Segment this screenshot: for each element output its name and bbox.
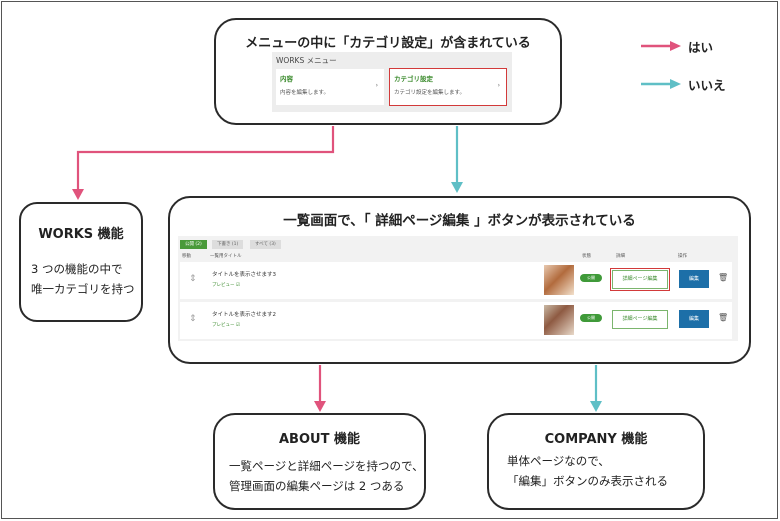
chevron-right-icon: ›: [497, 82, 500, 89]
list-row: ⇕ タイトルを表示させます2 プレビュー ☑ 公開 詳細ページ編集 編集 🗑: [180, 302, 732, 339]
text-line: 唯一カテゴリを持つ: [31, 282, 135, 296]
row-thumbnail: [544, 305, 574, 335]
works-menu-header: WORKS メニュー: [276, 56, 337, 65]
no-arrowhead-company: [590, 401, 602, 412]
yes-arrow-to-works: [76, 126, 335, 192]
result-company-text: 単体ページなので、 「編集」ボタンのみ表示される: [507, 451, 668, 491]
row-title: タイトルを表示させます3: [212, 272, 277, 278]
text-line: 単体ページなので、: [507, 454, 610, 468]
row-thumbnail: [544, 265, 574, 295]
status-badge: 公開: [580, 314, 602, 322]
legend-no-label: いいえ: [688, 78, 726, 93]
trash-icon: 🗑: [718, 273, 729, 282]
drag-handle-icon: ⇕: [189, 274, 197, 284]
chevron-right-icon: ›: [375, 82, 378, 89]
works-menu-screenshot: WORKS メニュー 内容 内容を編集します。 › カテゴリ設定 カテゴリ設定を…: [272, 52, 512, 112]
row-title: タイトルを表示させます2: [212, 312, 277, 318]
column-header-detail: 詳細: [616, 254, 625, 259]
row-preview-link: プレビュー ☑: [212, 323, 240, 328]
result-works-box: WORKS 機能 3 つの機能の中で 唯一カテゴリを持つ: [19, 202, 143, 322]
trash-icon: 🗑: [718, 313, 729, 322]
column-header-status: 状態: [582, 254, 591, 259]
menu-card-content: 内容 内容を編集します。 ›: [276, 69, 384, 105]
detail-page-edit-button: 詳細ページ編集: [610, 268, 670, 291]
yes-arrowhead-works: [72, 189, 84, 200]
legend-yes-label: はい: [688, 40, 714, 55]
result-company-box: COMPANY 機能 単体ページなので、 「編集」ボタンのみ表示される: [487, 413, 705, 510]
result-works-text: 3 つの機能の中で 唯一カテゴリを持つ: [31, 259, 135, 299]
result-about-title: ABOUT 機能: [279, 432, 360, 447]
result-works-title: WORKS 機能: [38, 227, 124, 242]
text-line: 「編集」ボタンのみ表示される: [507, 474, 668, 488]
column-header-move: 移動: [182, 254, 191, 259]
tab-draft: 下書き (1): [212, 240, 244, 249]
row-preview-link: プレビュー ☑: [212, 283, 240, 288]
list-screen-screenshot: 公開 (2) 下書き (1) すべて (3) 移動 一覧用タイトル 状態 詳細 …: [178, 236, 738, 341]
status-badge: 公開: [580, 274, 602, 282]
edit-button: 編集: [679, 270, 709, 288]
result-about-box: ABOUT 機能 一覧ページと詳細ページを持つので、 管理画面の編集ページは 2…: [213, 413, 426, 510]
menu-card-subtitle: 内容を編集します。: [280, 90, 329, 96]
edit-button: 編集: [679, 310, 709, 328]
list-row: ⇕ タイトルを表示させます3 プレビュー ☑ 公開 詳細ページ編集 編集 🗑: [180, 262, 732, 299]
menu-card-category: カテゴリ設定 カテゴリ設定を編集します。 ›: [389, 68, 507, 106]
result-company-title: COMPANY 機能: [544, 432, 648, 447]
yes-arrowhead-about: [314, 401, 326, 412]
decision-detail-title: 一覧画面で、「 詳細ページ編集 」ボタンが表示されている: [283, 213, 636, 229]
legend-no-arrowhead: [670, 79, 681, 89]
menu-card-title: カテゴリ設定: [394, 75, 433, 83]
drag-handle-icon: ⇕: [189, 314, 197, 324]
legend-yes-arrowhead: [670, 41, 681, 51]
tab-published: 公開 (2): [180, 240, 207, 249]
detail-page-edit-button: 詳細ページ編集: [612, 310, 668, 329]
menu-card-title: 内容: [280, 75, 293, 83]
no-arrowhead-list: [451, 182, 463, 193]
text-line: 一覧ページと詳細ページを持つので、: [229, 459, 424, 473]
decision-category-title: メニューの中に「カテゴリ設定」が含まれている: [245, 36, 531, 51]
menu-card-subtitle: カテゴリ設定を編集します。: [394, 90, 465, 96]
column-header-actions: 操作: [678, 254, 687, 259]
result-about-text: 一覧ページと詳細ページを持つので、 管理画面の編集ページは 2 つある: [229, 456, 424, 496]
column-header-title: 一覧用タイトル: [210, 254, 242, 259]
tab-all: すべて (3): [250, 240, 281, 249]
text-line: 3 つの機能の中で: [31, 262, 123, 276]
text-line: 管理画面の編集ページは 2 つある: [229, 479, 405, 493]
